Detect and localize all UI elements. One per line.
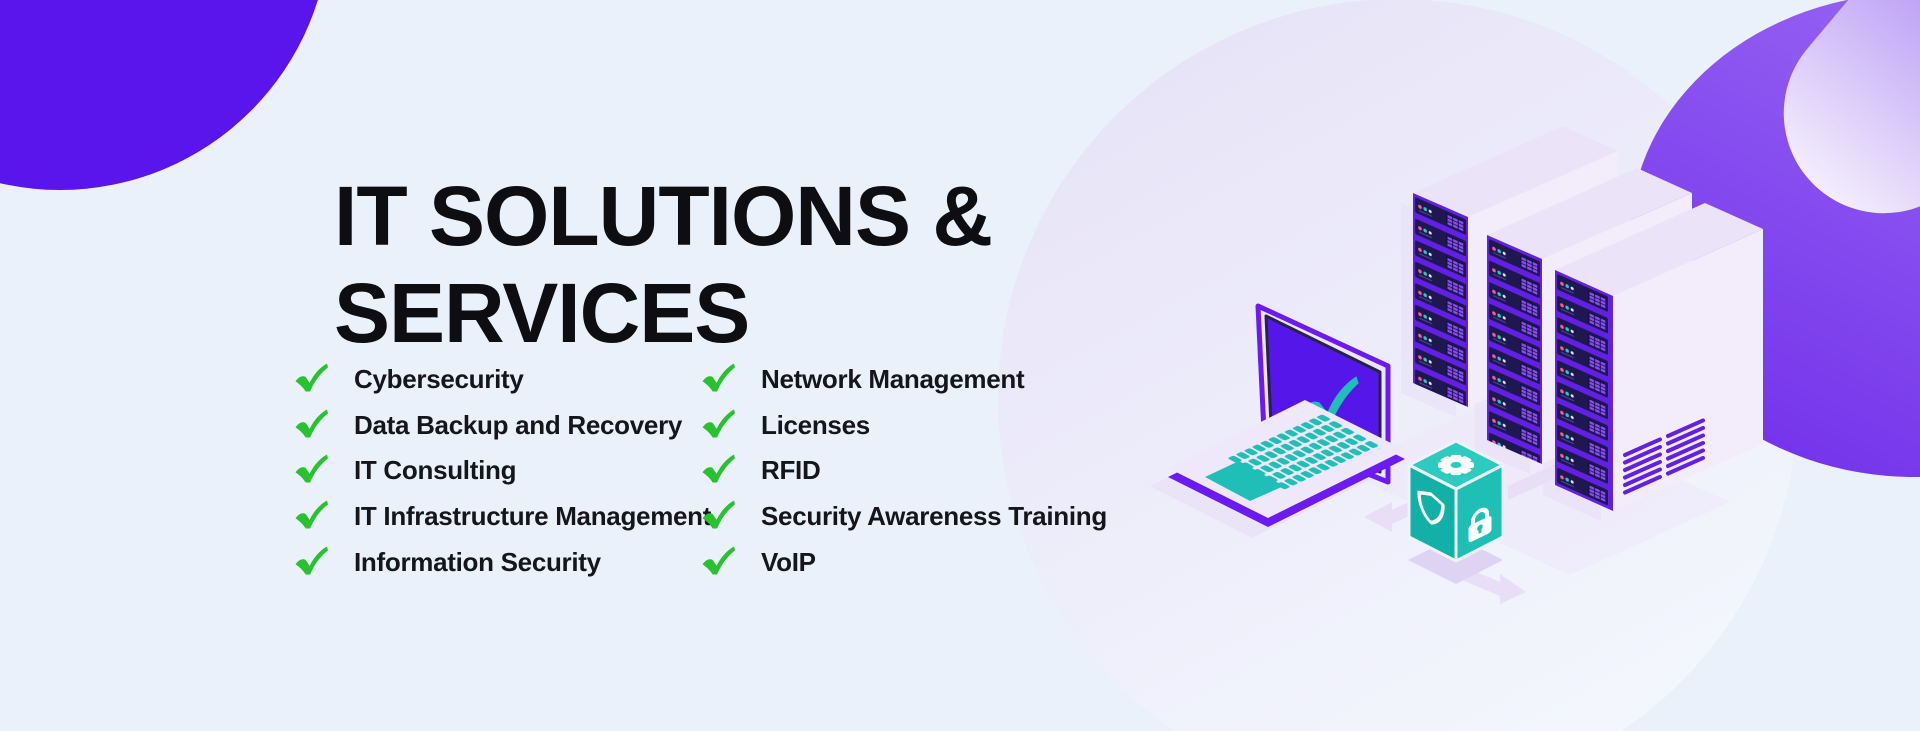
service-label: Cybersecurity xyxy=(354,364,524,395)
service-item: Network Management xyxy=(700,357,1107,403)
service-item: IT Consulting xyxy=(293,448,700,494)
service-label: Information Security xyxy=(354,546,601,577)
service-label: Security Awareness Training xyxy=(761,501,1107,532)
laptop-illustration xyxy=(1150,303,1405,538)
service-label: IT Consulting xyxy=(354,455,517,486)
service-item: VoIP xyxy=(700,539,1107,585)
check-icon xyxy=(295,454,328,484)
check-icon xyxy=(702,454,735,484)
service-label: Licenses xyxy=(761,409,870,440)
laptop-keyboard xyxy=(1226,414,1383,491)
service-item: Data Backup and Recovery xyxy=(293,403,700,449)
security-cube-illustration xyxy=(1407,439,1505,584)
service-label: VoIP xyxy=(761,546,816,577)
check-icon xyxy=(702,500,735,529)
lock-icon xyxy=(1468,507,1492,543)
server-rack-illustration xyxy=(1555,203,1763,511)
gear-icon xyxy=(1438,454,1474,476)
check-icon xyxy=(702,546,735,575)
it-illustration xyxy=(998,0,1920,731)
check-icon xyxy=(295,546,328,575)
service-item: IT Infrastructure Management xyxy=(293,494,711,540)
check-icon xyxy=(295,363,328,392)
service-item: Security Awareness Training xyxy=(700,494,1107,540)
service-item: Licenses xyxy=(700,403,1107,449)
service-item: Information Security xyxy=(293,539,700,585)
service-label: RFID xyxy=(761,455,821,486)
service-label: IT Infrastructure Management xyxy=(354,501,712,532)
service-item: RFID xyxy=(700,448,1107,494)
service-label: Data Backup and Recovery xyxy=(354,409,683,440)
service-label: Network Management xyxy=(761,364,1025,395)
shield-icon xyxy=(1417,490,1445,525)
check-icon xyxy=(702,409,735,438)
page-title-line2: SERVICES xyxy=(334,266,750,361)
check-icon xyxy=(702,363,735,392)
page-title: IT SOLUTIONS & SERVICES xyxy=(334,168,993,362)
page-title-line1: IT SOLUTIONS & xyxy=(334,169,993,264)
decorative-purple-circle xyxy=(0,0,330,190)
service-item: Cybersecurity xyxy=(293,357,700,403)
decorative-pill xyxy=(1783,0,1920,214)
laptop-trackpad xyxy=(1205,461,1284,501)
check-icon xyxy=(295,500,328,529)
check-icon xyxy=(295,409,328,438)
